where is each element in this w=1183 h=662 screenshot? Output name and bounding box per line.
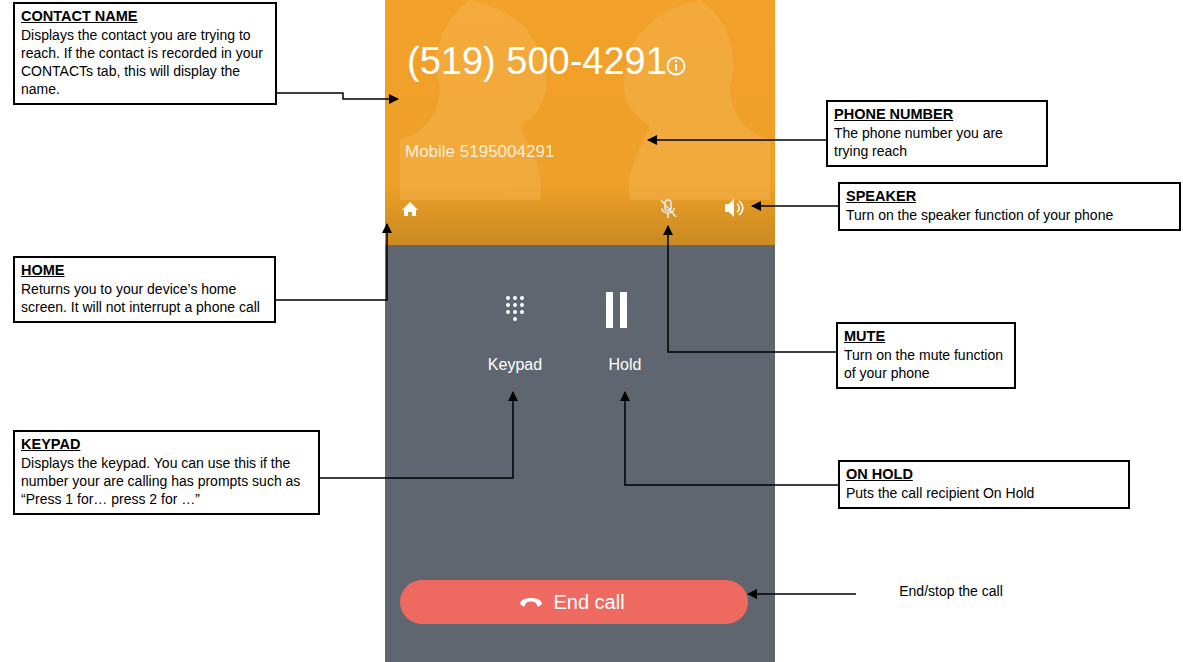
speaker-icon [725, 199, 743, 217]
callout-heading: PHONE NUMBER [834, 105, 1040, 124]
leader-lines [276, 93, 838, 485]
callout-box: MUTETurn on the mute function of your ph… [836, 322, 1016, 389]
button-label: Hold [575, 356, 675, 374]
callout-heading: SPEAKER [846, 187, 1173, 206]
callout-heading: ON HOLD [846, 465, 1122, 484]
callout-box: CONTACT NAMEDisplays the contact you are… [13, 2, 277, 105]
contact-name: (519) 500-4291 [407, 40, 667, 83]
callout-box: HOMEReturns you to your device’s home sc… [13, 256, 276, 323]
callout-body: Puts the call recipient On Hold [846, 484, 1122, 502]
callout-heading: MUTE [844, 327, 1008, 346]
header-band [385, 0, 775, 245]
hold-icon [606, 292, 627, 328]
callout-text: End/stop the call [864, 582, 1038, 600]
callout-heading: KEYPAD [21, 435, 312, 454]
end-call-button: End call [400, 580, 748, 624]
mute-icon [661, 200, 676, 218]
home-icon [402, 202, 418, 216]
callout-box: SPEAKERTurn on the speaker function of y… [838, 182, 1181, 231]
callout-body: Displays the contact you are trying to r… [21, 26, 269, 98]
info-icon [668, 58, 685, 75]
silhouettes [400, 0, 770, 200]
callout-box: End/stop the call [856, 574, 1046, 608]
leader-arrow [748, 593, 856, 595]
body-panel [385, 245, 775, 662]
callout-heading: CONTACT NAME [21, 7, 269, 26]
phone-screen: (519) 500-4291Mobile 5195004291Keypad Hol… [385, 0, 775, 662]
button-label: End call [553, 591, 624, 614]
callout-box: PHONE NUMBERThe phone number you are try… [826, 100, 1048, 167]
callout-box: KEYPADDisplays the keypad. You can use t… [13, 430, 320, 515]
keypad-icon [506, 296, 524, 321]
callout-heading: HOME [21, 261, 268, 280]
callout-body: Displays the keypad. You can use this if… [21, 454, 312, 508]
callout-body: The phone number you are trying reach [834, 124, 1040, 160]
button-label: Keypad [465, 356, 565, 374]
callout-body: Turn on the mute function of your phone [844, 346, 1008, 382]
end-call-button [400, 580, 748, 624]
callout-body: Turn on the speaker function of your pho… [846, 206, 1173, 224]
phone-number: Mobile 5195004291 [405, 142, 554, 162]
callout-box: ON HOLDPuts the call recipient On Hold [838, 460, 1130, 509]
handset-icon [520, 598, 542, 607]
callout-body: Returns you to your device’s home screen… [21, 280, 268, 316]
